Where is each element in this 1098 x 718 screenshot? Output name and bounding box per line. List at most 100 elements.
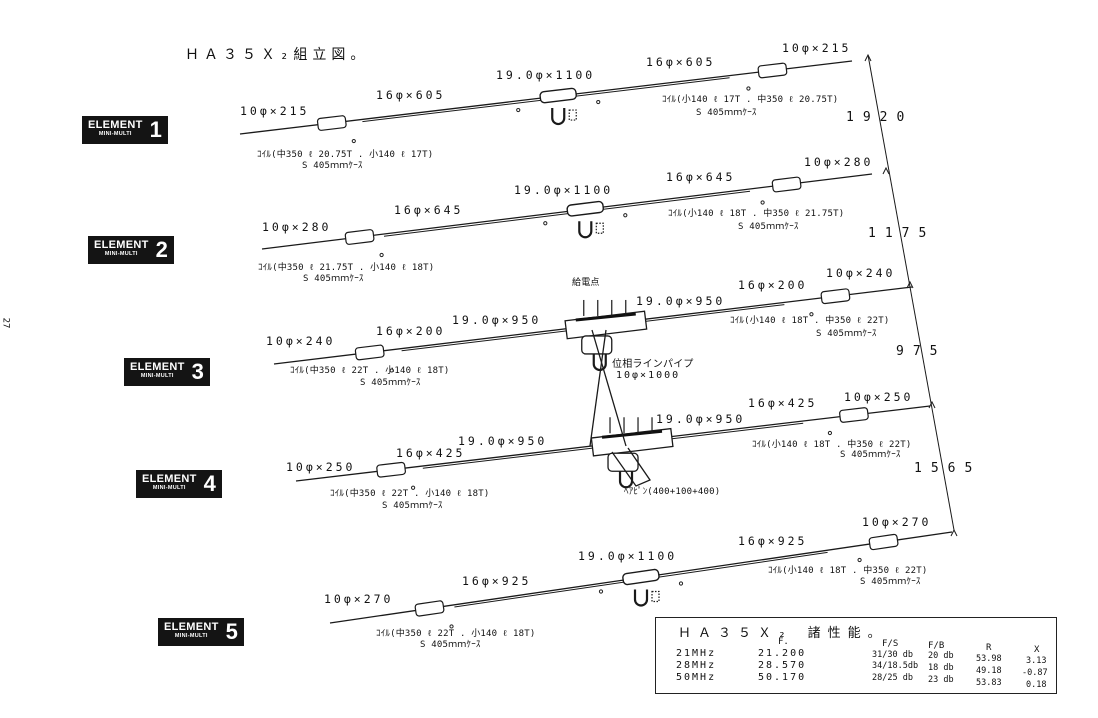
element-5-boom-mount <box>622 568 660 586</box>
element-3-clamp-mark <box>389 368 394 373</box>
spacing-dimension-line <box>867 54 955 531</box>
row-28mhz-f: 28.570 <box>758 660 807 671</box>
element-5-clamp-mark <box>857 557 862 563</box>
element-2-coil-case-1 <box>344 229 375 245</box>
element-3-coil-case-2 <box>820 288 851 305</box>
feed-point-label: 給電点 <box>572 278 600 288</box>
element-2-boom-mount <box>566 200 605 217</box>
element-1-u-bolt <box>551 108 566 126</box>
row-21mhz-f: 21.200 <box>758 648 807 659</box>
element-2-right-tube-label: 16φ×645 <box>666 170 736 184</box>
element-3-center-right-label: 19.0φ×950 <box>636 294 726 308</box>
header-fs: F/S <box>882 639 899 649</box>
element-1-coil-case-2 <box>757 62 788 79</box>
element-4-right-tip-label: 10φ×250 <box>844 390 914 404</box>
element-5-coil-case-2 <box>868 533 899 551</box>
element-3-u-bolt <box>592 353 607 372</box>
row-28mhz-x: -0.87 <box>1022 668 1048 678</box>
element-5-left-tip-label: 10φ×270 <box>324 592 394 606</box>
badge-number: 1 <box>149 117 162 142</box>
element-2-center-label: 19.0φ×1100 <box>514 183 614 197</box>
element-5-right-tip-label: 10φ×270 <box>862 515 932 529</box>
badge-subtitle: MINI-MULTI <box>174 633 208 639</box>
element-2-left-coil-note: ｺｲﾙ(中350 ℓ 21.75T . 小140 ℓ 18T) <box>258 263 435 273</box>
element-1-right-tip-label: 10φ×215 <box>782 41 852 55</box>
spacing-arrow-1 <box>864 53 872 62</box>
element-4-coil-case-2 <box>839 407 869 423</box>
badge-number: 5 <box>225 619 238 644</box>
badge-title: ELEMENT <box>88 119 143 131</box>
element-4-right-case-note: S 405ｍｍｹｰｽ <box>840 450 901 460</box>
row-50mhz-fs: 28/25 db <box>872 673 913 683</box>
element-3-clamp-mark <box>809 312 814 317</box>
badge-number: 2 <box>155 237 168 262</box>
element-4-coil-case-1 <box>376 461 406 478</box>
element-1-center-label: 19.0φ×1100 <box>496 68 596 82</box>
hairpin-label: ﾍｱﾋﾟﾝ(400+100+400) <box>624 487 721 497</box>
element-2-clamp-mark <box>760 200 765 205</box>
element-4-center-right-label: 19.0φ×950 <box>656 412 746 426</box>
element-3-left-tube-label: 16φ×200 <box>376 324 446 338</box>
phase-line-label: 位相ラインパイプ <box>612 359 694 370</box>
spacing-arrow-5 <box>950 528 958 537</box>
element-3-center-left-label: 19.0φ×950 <box>452 313 542 327</box>
element-4-clamp-mark <box>411 485 416 490</box>
header-x: X <box>1034 645 1040 655</box>
element-1-screw-mark <box>516 107 521 113</box>
element-5-left-coil-note: ｺｲﾙ(中350 ℓ 22T . 小140 ℓ 18T) <box>376 629 536 639</box>
element-5-center-label: 19.0φ×1100 <box>578 549 678 563</box>
element-1-screw-mark <box>596 99 601 105</box>
spacing-arrow-4 <box>928 400 936 409</box>
badge-title: ELEMENT <box>164 621 219 633</box>
badge-subtitle: MINI-MULTI <box>104 251 138 257</box>
drawing-title: ＨＡ３５Ｘ₂組立図。 <box>185 47 370 63</box>
element-2-nuts <box>595 222 604 234</box>
element-3-right-tip-label: 10φ×240 <box>826 266 896 280</box>
row-28mhz-r: 49.18 <box>976 666 1002 676</box>
element-3-right-coil-note: ｺｲﾙ(小140 ℓ 18T . 中350 ℓ 22T) <box>730 316 890 326</box>
element-5-coil-case-1 <box>414 600 445 617</box>
element-1-clamp-mark <box>746 86 751 91</box>
row-50mhz-fb: 23 db <box>928 675 954 685</box>
page-number: 27 <box>0 317 11 329</box>
row-21mhz-fs: 31/30 db <box>872 650 913 660</box>
element-5-screw-mark <box>598 589 604 594</box>
element-1-left-tube-label: 16φ×605 <box>376 88 446 102</box>
element-2-clamp-mark <box>379 252 384 258</box>
element-2-u-bolt <box>578 221 593 239</box>
element-2-tubing-lower <box>383 190 751 237</box>
header-fb: F/B <box>928 641 945 651</box>
element-2-right-case-note: S 405ｍｍｹｰｽ <box>738 222 799 232</box>
badge-subtitle: MINI-MULTI <box>98 131 132 137</box>
element-5-right-tube-label: 16φ×925 <box>738 534 808 548</box>
badge-number: 4 <box>203 471 216 496</box>
element-5-u-bolt <box>633 589 649 607</box>
element-4-left-tip-label: 10φ×250 <box>286 460 356 474</box>
phase-line-size-label: 10φ×1000 <box>616 370 681 381</box>
element-3-left-tip-label: 10φ×240 <box>266 334 336 348</box>
element-5-clamp-mark <box>449 624 454 629</box>
element-5-left-case-note: S 405ｍｍｹｰｽ <box>420 640 481 650</box>
element-2-screw-mark <box>543 221 548 226</box>
element-1-left-case-note: S 405ｍｍｹｰｽ <box>302 161 363 171</box>
element-2-screw-mark <box>623 213 628 218</box>
badge-subtitle: MINI-MULTI <box>152 485 186 491</box>
row-50mhz-f: 50.170 <box>758 672 807 683</box>
element-4-left-tube-label: 16φ×425 <box>396 446 466 460</box>
spacing-arrow-3 <box>906 280 914 289</box>
element-1-right-case-note: S 405ｍｍｹｰｽ <box>696 108 757 118</box>
badge-title: ELEMENT <box>130 361 185 373</box>
spacing-3-4: 975 <box>896 344 947 359</box>
badge-subtitle: MINI-MULTI <box>140 373 174 379</box>
header-r: R <box>986 643 992 653</box>
phase-line-pipe-a <box>591 329 627 447</box>
spacing-4-5: 1565 <box>914 461 982 476</box>
element-2-left-tip-label: 10φ×280 <box>262 220 332 234</box>
element-2-coil-case-2 <box>771 176 802 193</box>
row-28mhz-fb: 18 db <box>928 663 954 673</box>
element-4-u-bolt <box>618 471 634 489</box>
